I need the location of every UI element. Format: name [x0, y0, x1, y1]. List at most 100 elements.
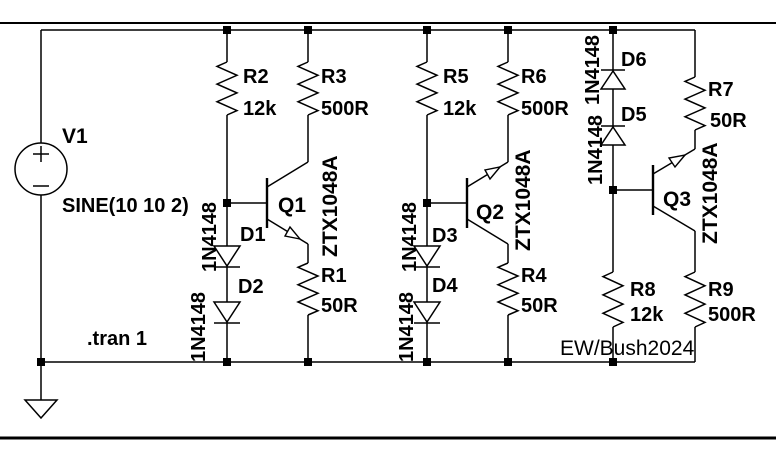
- v1-value-label: SINE(10 10 2): [62, 195, 189, 217]
- resistor-R6[interactable]: [496, 61, 520, 116]
- junction-dot: [423, 358, 431, 366]
- q1-emitter-arrow-icon: [283, 225, 302, 241]
- resistor-symbol: [496, 262, 520, 316]
- q3-collector-lead: [652, 205, 696, 232]
- d2-value-label: 1N4148: [188, 292, 210, 362]
- d3-value-label: 1N4148: [399, 202, 421, 272]
- r2-value-label: 12k: [243, 98, 277, 120]
- q3-ref-label: Q3: [663, 188, 691, 211]
- r5-value-label: 12k: [443, 98, 477, 120]
- junction-dot: [423, 199, 431, 207]
- spice-directive-label: .tran 1: [87, 328, 147, 350]
- d5-ref-label: D5: [621, 104, 647, 126]
- q3-emitter-arrow-icon: [667, 153, 687, 169]
- voltage-source-V1[interactable]: [14, 142, 68, 196]
- resistor-symbol: [683, 76, 707, 131]
- annotation-label: EW/Bush2024: [560, 337, 695, 360]
- junction-dots: [37, 26, 617, 366]
- junction-dot: [304, 358, 312, 366]
- q2-value-label: ZTX1048A: [512, 149, 535, 251]
- d4-value-label: 1N4148: [396, 292, 418, 362]
- diode-D6[interactable]: [599, 69, 627, 90]
- diode-symbol: [412, 245, 442, 268]
- junction-dot: [423, 26, 431, 34]
- q2-ref-label: Q2: [476, 201, 504, 224]
- transistor-Q1[interactable]: [265, 161, 309, 245]
- resistor-R7[interactable]: [683, 76, 707, 131]
- d4-ref-label: D4: [432, 275, 458, 297]
- resistor-symbol: [215, 61, 239, 116]
- d1-ref-label: D1: [240, 224, 266, 246]
- resistor-R9[interactable]: [683, 271, 707, 328]
- diode-symbol: [212, 301, 242, 324]
- junction-dot: [223, 26, 231, 34]
- q1-value-label: ZTX1048A: [319, 155, 342, 257]
- junction-dot: [37, 358, 45, 366]
- d1-value-label: 1N4148: [199, 202, 221, 272]
- resistor-R4[interactable]: [496, 262, 520, 316]
- d6-ref-label: D6: [621, 49, 647, 71]
- r4-ref-label: R4: [521, 265, 547, 287]
- q1-collector-lead: [266, 161, 309, 188]
- junction-dot: [609, 26, 617, 34]
- q3-value-label: ZTX1048A: [699, 142, 722, 244]
- junction-dot: [609, 358, 617, 366]
- resistor-R1[interactable]: [296, 262, 320, 316]
- r6-ref-label: R6: [521, 66, 547, 88]
- junction-dot: [504, 358, 512, 366]
- transistor-Q3[interactable]: [651, 148, 696, 232]
- d5-value-label: 1N4148: [585, 115, 607, 185]
- r7-value-label: 50R: [710, 110, 747, 132]
- resistor-R5[interactable]: [415, 61, 439, 116]
- r3-ref-label: R3: [321, 66, 347, 88]
- plus-sign-icon: [33, 146, 49, 162]
- diode-D3[interactable]: [412, 245, 442, 268]
- r8-value-label: 12k: [630, 304, 664, 326]
- junction-dot: [609, 186, 617, 194]
- q2-collector-lead: [466, 218, 509, 245]
- resistor-symbol: [601, 271, 625, 328]
- junction-dot: [223, 199, 231, 207]
- diode-D5[interactable]: [599, 125, 627, 146]
- r2-ref-label: R2: [243, 66, 269, 88]
- ground-triangle-icon: [23, 399, 59, 420]
- diode-symbol: [412, 301, 442, 324]
- r3-value-label: 500R: [321, 98, 369, 120]
- resistor-symbol: [296, 262, 320, 316]
- r7-ref-label: R7: [708, 79, 734, 101]
- resistor-symbol: [496, 61, 520, 116]
- resistor-symbol: [683, 271, 707, 328]
- r9-ref-label: R9: [708, 279, 734, 301]
- diode-D1[interactable]: [212, 245, 242, 268]
- wires: [40, 29, 696, 400]
- r8-ref-label: R8: [630, 279, 656, 301]
- resistor-R3[interactable]: [296, 61, 320, 116]
- sheet-border: [0, 22, 776, 440]
- resistor-R2[interactable]: [215, 61, 239, 116]
- q2-emitter-arrow-icon: [483, 165, 502, 181]
- diode-D2[interactable]: [212, 301, 242, 324]
- r9-value-label: 500R: [708, 304, 756, 326]
- resistor-R8[interactable]: [601, 271, 625, 328]
- diode-D4[interactable]: [412, 301, 442, 324]
- transistor-Q2[interactable]: [465, 161, 509, 245]
- resistor-symbol: [296, 61, 320, 116]
- r1-value-label: 50R: [321, 295, 358, 317]
- diode-symbol: [599, 69, 627, 90]
- voltage-source-circle: [14, 142, 68, 196]
- r6-value-label: 500R: [521, 98, 569, 120]
- q1-ref-label: Q1: [278, 194, 306, 217]
- d2-ref-label: D2: [238, 276, 264, 298]
- resistor-symbol: [415, 61, 439, 116]
- junction-dot: [504, 26, 512, 34]
- r4-value-label: 50R: [521, 295, 558, 317]
- diode-symbol: [212, 245, 242, 268]
- labels: V1 SINE(10 10 2) .tran 1 EW/Bush2024 R2 …: [62, 35, 756, 362]
- r5-ref-label: R5: [443, 66, 469, 88]
- ground-symbol[interactable]: [23, 399, 59, 420]
- junction-dot: [304, 26, 312, 34]
- junction-dot: [223, 358, 231, 366]
- v1-ref-label: V1: [62, 125, 88, 148]
